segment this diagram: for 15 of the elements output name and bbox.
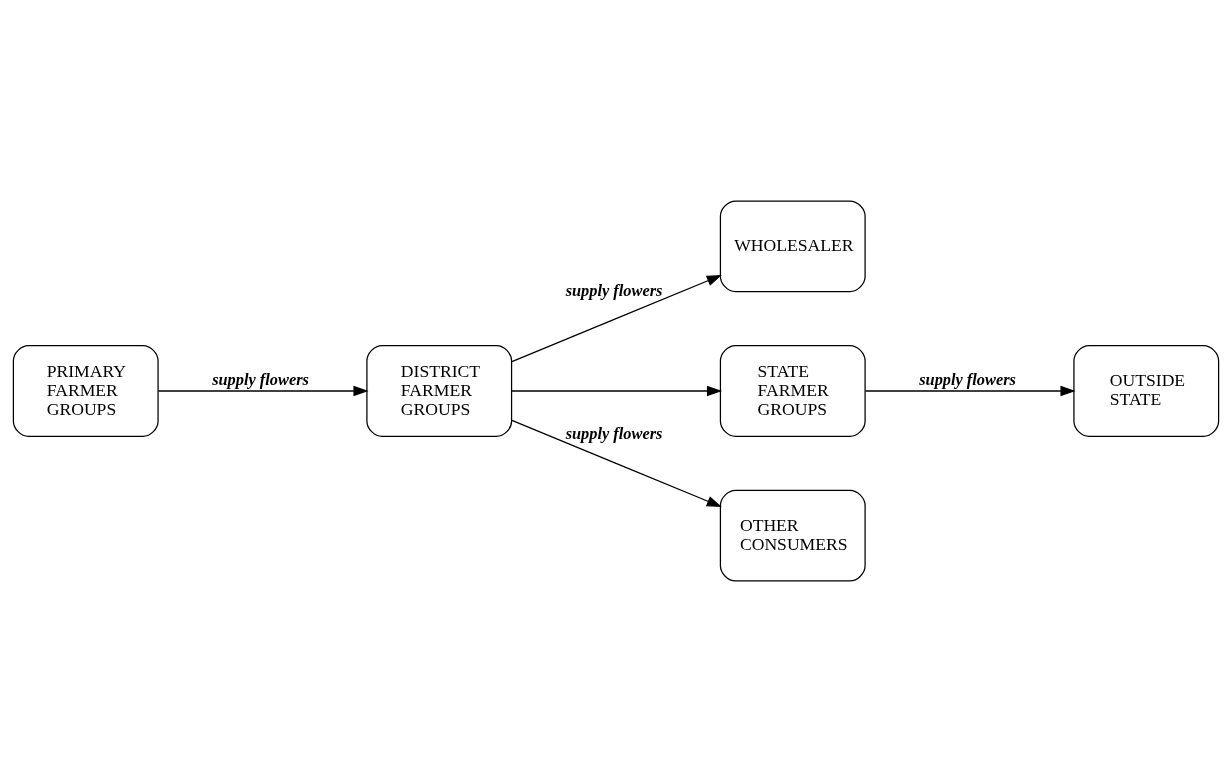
edge-label: supply flowers — [565, 424, 663, 444]
node-box: OTHER CONSUMERS — [719, 489, 866, 582]
arrow — [511, 385, 723, 397]
arrow — [511, 419, 722, 507]
arrow — [157, 385, 369, 397]
edge-label: supply flowers — [919, 370, 1016, 390]
node-box: STATE FARMER GROUPS — [719, 345, 866, 437]
node-box: WHOLESALER — [719, 200, 866, 293]
node-box: OUTSIDE STATE — [1073, 345, 1220, 437]
edge-label: supply flowers — [212, 370, 309, 390]
edge-label: supply flowers — [565, 280, 663, 300]
arrow — [864, 385, 1076, 397]
node-box: PRIMARY FARMER GROUPS — [12, 345, 159, 437]
node-box: DISTRICT FARMER GROUPS — [366, 345, 513, 437]
arrow — [511, 275, 722, 363]
